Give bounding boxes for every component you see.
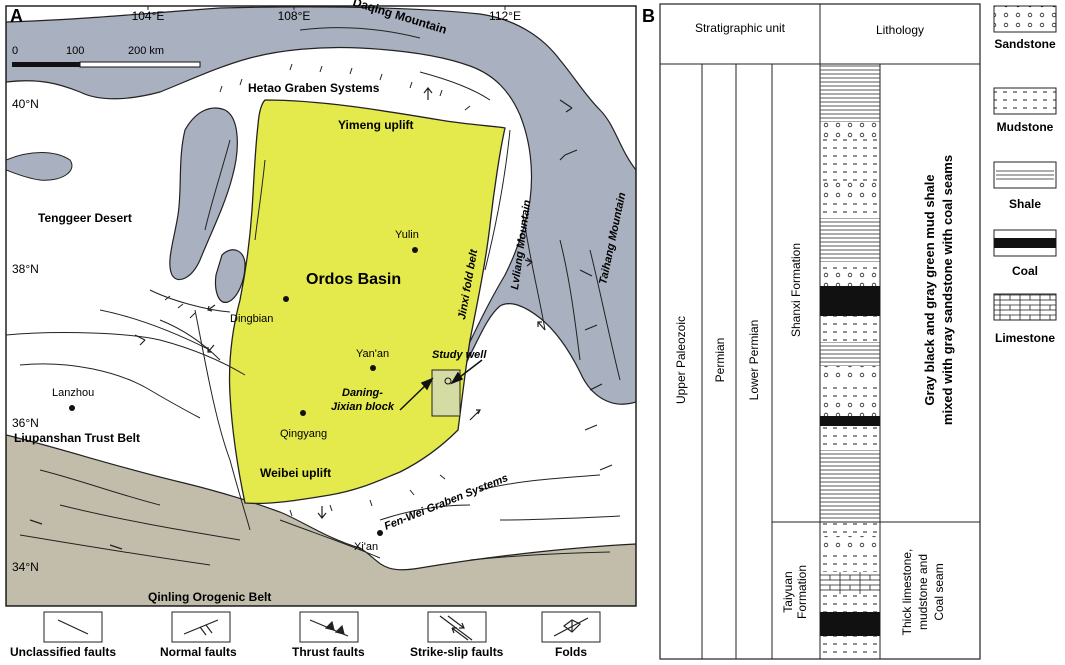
western-mountain-range-2 — [214, 249, 246, 303]
label-weibei-uplift: Weibei uplift — [260, 466, 331, 480]
label-qingyang: Qingyang — [280, 428, 327, 440]
legend-box-normal — [171, 611, 231, 643]
lat-label-40: 40°N — [12, 97, 39, 111]
city-yulin — [412, 247, 418, 253]
city-qingyang — [300, 410, 306, 416]
legend-sandstone: Sandstone — [994, 37, 1056, 51]
desc-shanxi-1: Gray black and gray green mud shale — [922, 174, 937, 405]
scale-200: 200 km — [128, 45, 164, 57]
label-taiyuan-1: Taiyuan — [781, 571, 795, 612]
label-shanxi-formation: Shanxi Formation — [789, 243, 803, 337]
qinling-orogenic-region — [6, 434, 636, 606]
lithology-log — [820, 64, 880, 659]
desc-taiyuan-3: Coal seam — [932, 563, 946, 620]
city-xian — [377, 530, 383, 536]
desc-taiyuan-2: mudstone and — [916, 554, 930, 630]
label-liupanshan: Liupanshan Trust Belt — [14, 431, 140, 445]
lon-label-108: 108°E — [278, 9, 311, 23]
label-taiyuan-2: Formation — [795, 565, 809, 619]
legend-label-normal: Normal faults — [160, 645, 237, 659]
lithology-legend: Sandstone Mudstone Shale Coal Limestone — [993, 5, 1057, 345]
label-ordos-basin: Ordos Basin — [306, 271, 401, 288]
panel-a-letter: A — [10, 6, 23, 26]
lon-ticks — [147, 6, 506, 10]
legend-sym-thrust — [309, 619, 349, 637]
desc-taiyuan-1: Thick limestone, — [900, 549, 914, 636]
legend-label-thrust: Thrust faults — [292, 645, 365, 659]
header-stratigraphic: Stratigraphic unit — [695, 21, 786, 35]
label-xian: Xi'an — [354, 541, 378, 553]
legend-label-unclassified: Unclassified faults — [10, 645, 116, 659]
map-legend: Unclassified faults Normal faults Thrust… — [10, 611, 601, 659]
city-lanzhou — [69, 405, 75, 411]
desc-shanxi-2: mixed with gray sandstone with coal seam… — [940, 155, 955, 425]
small-mountain-patch — [6, 152, 73, 181]
scale-bar — [12, 61, 201, 68]
legend-sym-normal — [183, 619, 219, 636]
label-hetao-graben: Hetao Graben Systems — [248, 81, 380, 95]
scale-0: 0 — [12, 45, 18, 57]
normal-fault-ticks — [164, 63, 471, 517]
legend-coal: Coal — [1012, 264, 1038, 278]
lat-label-36: 36°N — [12, 416, 39, 430]
legend-limestone: Limestone — [995, 331, 1055, 345]
legend-label-strike: Strike-slip faults — [410, 645, 504, 659]
panel-b-letter: B — [642, 6, 655, 26]
label-daning-2: Jixian block — [331, 401, 395, 413]
label-qinling: Qinling Orogenic Belt — [148, 590, 271, 604]
label-upper-paleozoic: Upper Paleozoic — [674, 316, 688, 404]
label-yimeng-uplift: Yimeng uplift — [338, 118, 414, 132]
legend-mudstone: Mudstone — [997, 120, 1054, 134]
study-well-arrows — [399, 359, 483, 411]
legend-sym-unclassified — [57, 619, 89, 635]
lat-label-38: 38°N — [12, 262, 39, 276]
label-permian: Permian — [713, 338, 727, 383]
lon-label-104: 104°E — [132, 9, 165, 23]
stratigraphic-column: B Stratigraphic unit Lithology Upper Pal… — [642, 3, 1057, 660]
legend-sym-folds — [553, 617, 589, 637]
label-yanan: Yan'an — [356, 348, 389, 360]
tectonic-arrows — [29, 87, 613, 550]
study-well-marker — [444, 377, 452, 385]
city-yanan — [370, 365, 376, 371]
scale-100: 100 — [66, 45, 84, 57]
legend-label-folds: Folds — [555, 645, 587, 659]
label-daning-1: Daning- — [342, 387, 383, 399]
legend-shale: Shale — [1009, 197, 1041, 211]
fault-lines — [6, 27, 621, 566]
label-yulin: Yulin — [395, 229, 419, 241]
label-lanzhou: Lanzhou — [52, 387, 94, 399]
legend-box-strike — [427, 611, 487, 643]
map-frame — [5, 5, 637, 607]
label-dingbian: Dingbian — [230, 313, 273, 325]
label-lower-permian: Lower Permian — [747, 320, 761, 401]
lon-label-112: 112°E — [489, 9, 521, 23]
western-mountain-range — [169, 107, 238, 281]
label-tenggeer-desert: Tenggeer Desert — [38, 211, 132, 225]
lat-label-34: 34°N — [12, 560, 39, 574]
legend-sym-strike — [439, 615, 473, 641]
city-dingbian — [283, 296, 289, 302]
label-study-well: Study well — [432, 349, 487, 361]
header-lithology: Lithology — [876, 23, 924, 37]
geologic-map: A 104°E 108°E 112°E 40°N 38°N 36°N 34°N … — [5, 0, 637, 659]
